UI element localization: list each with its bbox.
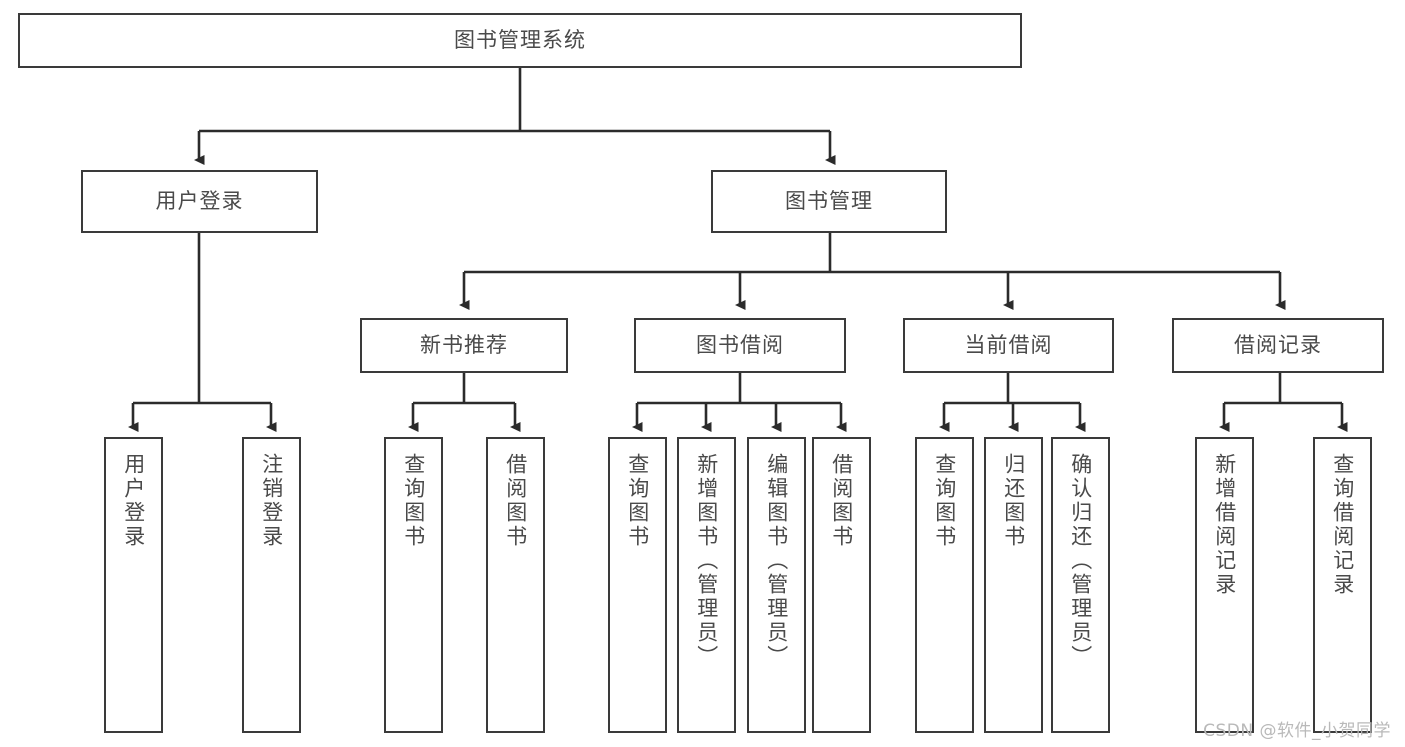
leaf-borrow-book-recommend[interactable]: 借阅图书 [486, 437, 545, 733]
node-borrow-record[interactable]: 借阅记录 [1172, 318, 1384, 373]
node-label: 新书推荐 [420, 333, 508, 358]
node-label: 借阅记录 [1234, 333, 1322, 358]
leaf-label: 注销登录 [259, 453, 284, 549]
node-label: 当前借阅 [964, 333, 1053, 358]
leaf-label: 新增图书（管理员） [694, 453, 719, 669]
node-label: 图书管理系统 [454, 28, 586, 53]
node-new-book-recommend[interactable]: 新书推荐 [360, 318, 568, 373]
node-root-book-management-system[interactable]: 图书管理系统 [18, 13, 1022, 68]
leaf-label: 查询借阅记录 [1330, 453, 1355, 597]
leaf-borrow-book-borrow[interactable]: 借阅图书 [812, 437, 871, 733]
leaf-query-book-borrow[interactable]: 查询图书 [608, 437, 667, 733]
leaf-label: 新增借阅记录 [1212, 453, 1237, 597]
leaf-query-book-recommend[interactable]: 查询图书 [384, 437, 443, 733]
leaf-query-book-current[interactable]: 查询图书 [915, 437, 974, 733]
leaf-label: 查询图书 [625, 453, 650, 549]
leaf-label: 归还图书 [1001, 453, 1026, 549]
leaf-add-book-admin[interactable]: 新增图书（管理员） [677, 437, 736, 733]
leaf-user-login[interactable]: 用户登录 [104, 437, 163, 733]
node-label: 图书管理 [785, 189, 873, 214]
node-label: 用户登录 [155, 189, 244, 214]
leaf-confirm-return-admin[interactable]: 确认归还（管理员） [1051, 437, 1110, 733]
node-label: 图书借阅 [696, 333, 784, 358]
leaf-return-book[interactable]: 归还图书 [984, 437, 1043, 733]
node-book-manage[interactable]: 图书管理 [711, 170, 947, 233]
node-user-login[interactable]: 用户登录 [81, 170, 318, 233]
node-book-borrow[interactable]: 图书借阅 [634, 318, 846, 373]
leaf-add-borrow-record[interactable]: 新增借阅记录 [1195, 437, 1254, 733]
leaf-label: 借阅图书 [503, 453, 528, 549]
leaf-label: 编辑图书（管理员） [764, 453, 789, 669]
leaf-label: 查询图书 [401, 453, 426, 549]
leaf-query-borrow-record[interactable]: 查询借阅记录 [1313, 437, 1372, 733]
leaf-logout-login[interactable]: 注销登录 [242, 437, 301, 733]
leaf-label: 查询图书 [932, 453, 957, 549]
leaf-label: 用户登录 [121, 453, 146, 549]
leaf-label: 借阅图书 [829, 453, 854, 549]
node-current-borrow[interactable]: 当前借阅 [903, 318, 1114, 373]
leaf-label: 确认归还（管理员） [1068, 453, 1093, 669]
watermark-text: CSDN @软件_小贺同学 [1203, 721, 1391, 741]
leaf-edit-book-admin[interactable]: 编辑图书（管理员） [747, 437, 806, 733]
